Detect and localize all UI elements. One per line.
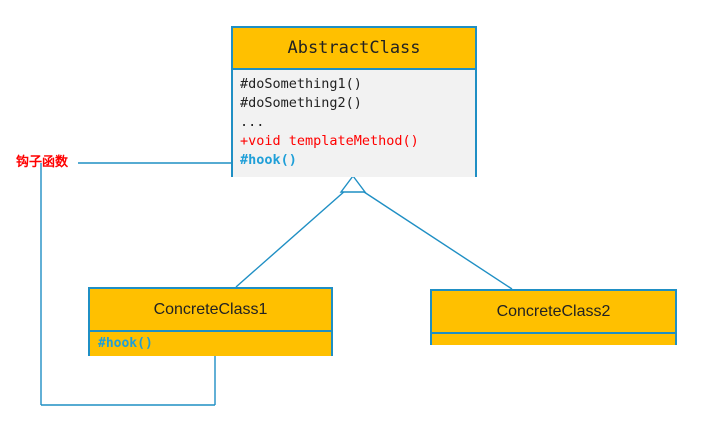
member-hook-abstract: #hook()	[240, 152, 297, 168]
class-divider-abstractclass	[233, 68, 475, 70]
class-name-concreteclass2: ConcreteClass2	[432, 291, 675, 332]
member-dosomething1: #doSomething1()	[240, 76, 362, 92]
class-name-concreteclass1: ConcreteClass1	[90, 289, 331, 330]
member-templatemethod: +void templateMethod()	[240, 133, 419, 149]
class-name-abstractclass: AbstractClass	[233, 28, 475, 68]
class-box-abstractclass[interactable]: AbstractClass #doSomething1() #doSomethi…	[231, 26, 477, 177]
generalization-line-concreteclass2	[360, 189, 513, 290]
member-hook-concrete1: #hook()	[98, 336, 153, 351]
class-box-concreteclass2[interactable]: ConcreteClass2	[430, 289, 677, 345]
class-box-concreteclass1[interactable]: ConcreteClass1 #hook()	[88, 287, 333, 356]
member-ellipsis: ...	[240, 114, 265, 130]
member-dosomething2: #doSomething2()	[240, 95, 362, 111]
class-members-concreteclass1: #hook()	[90, 332, 331, 356]
annotation-hook-function: 钩子函数	[16, 155, 69, 170]
generalization-arrowhead	[339, 174, 367, 193]
class-divider-concreteclass2	[432, 332, 675, 334]
class-members-concreteclass2	[432, 334, 675, 345]
class-divider-concreteclass1	[90, 330, 331, 332]
generalization-line-concreteclass1	[235, 189, 347, 288]
class-members-abstractclass: #doSomething1() #doSomething2() ... +voi…	[233, 70, 475, 177]
